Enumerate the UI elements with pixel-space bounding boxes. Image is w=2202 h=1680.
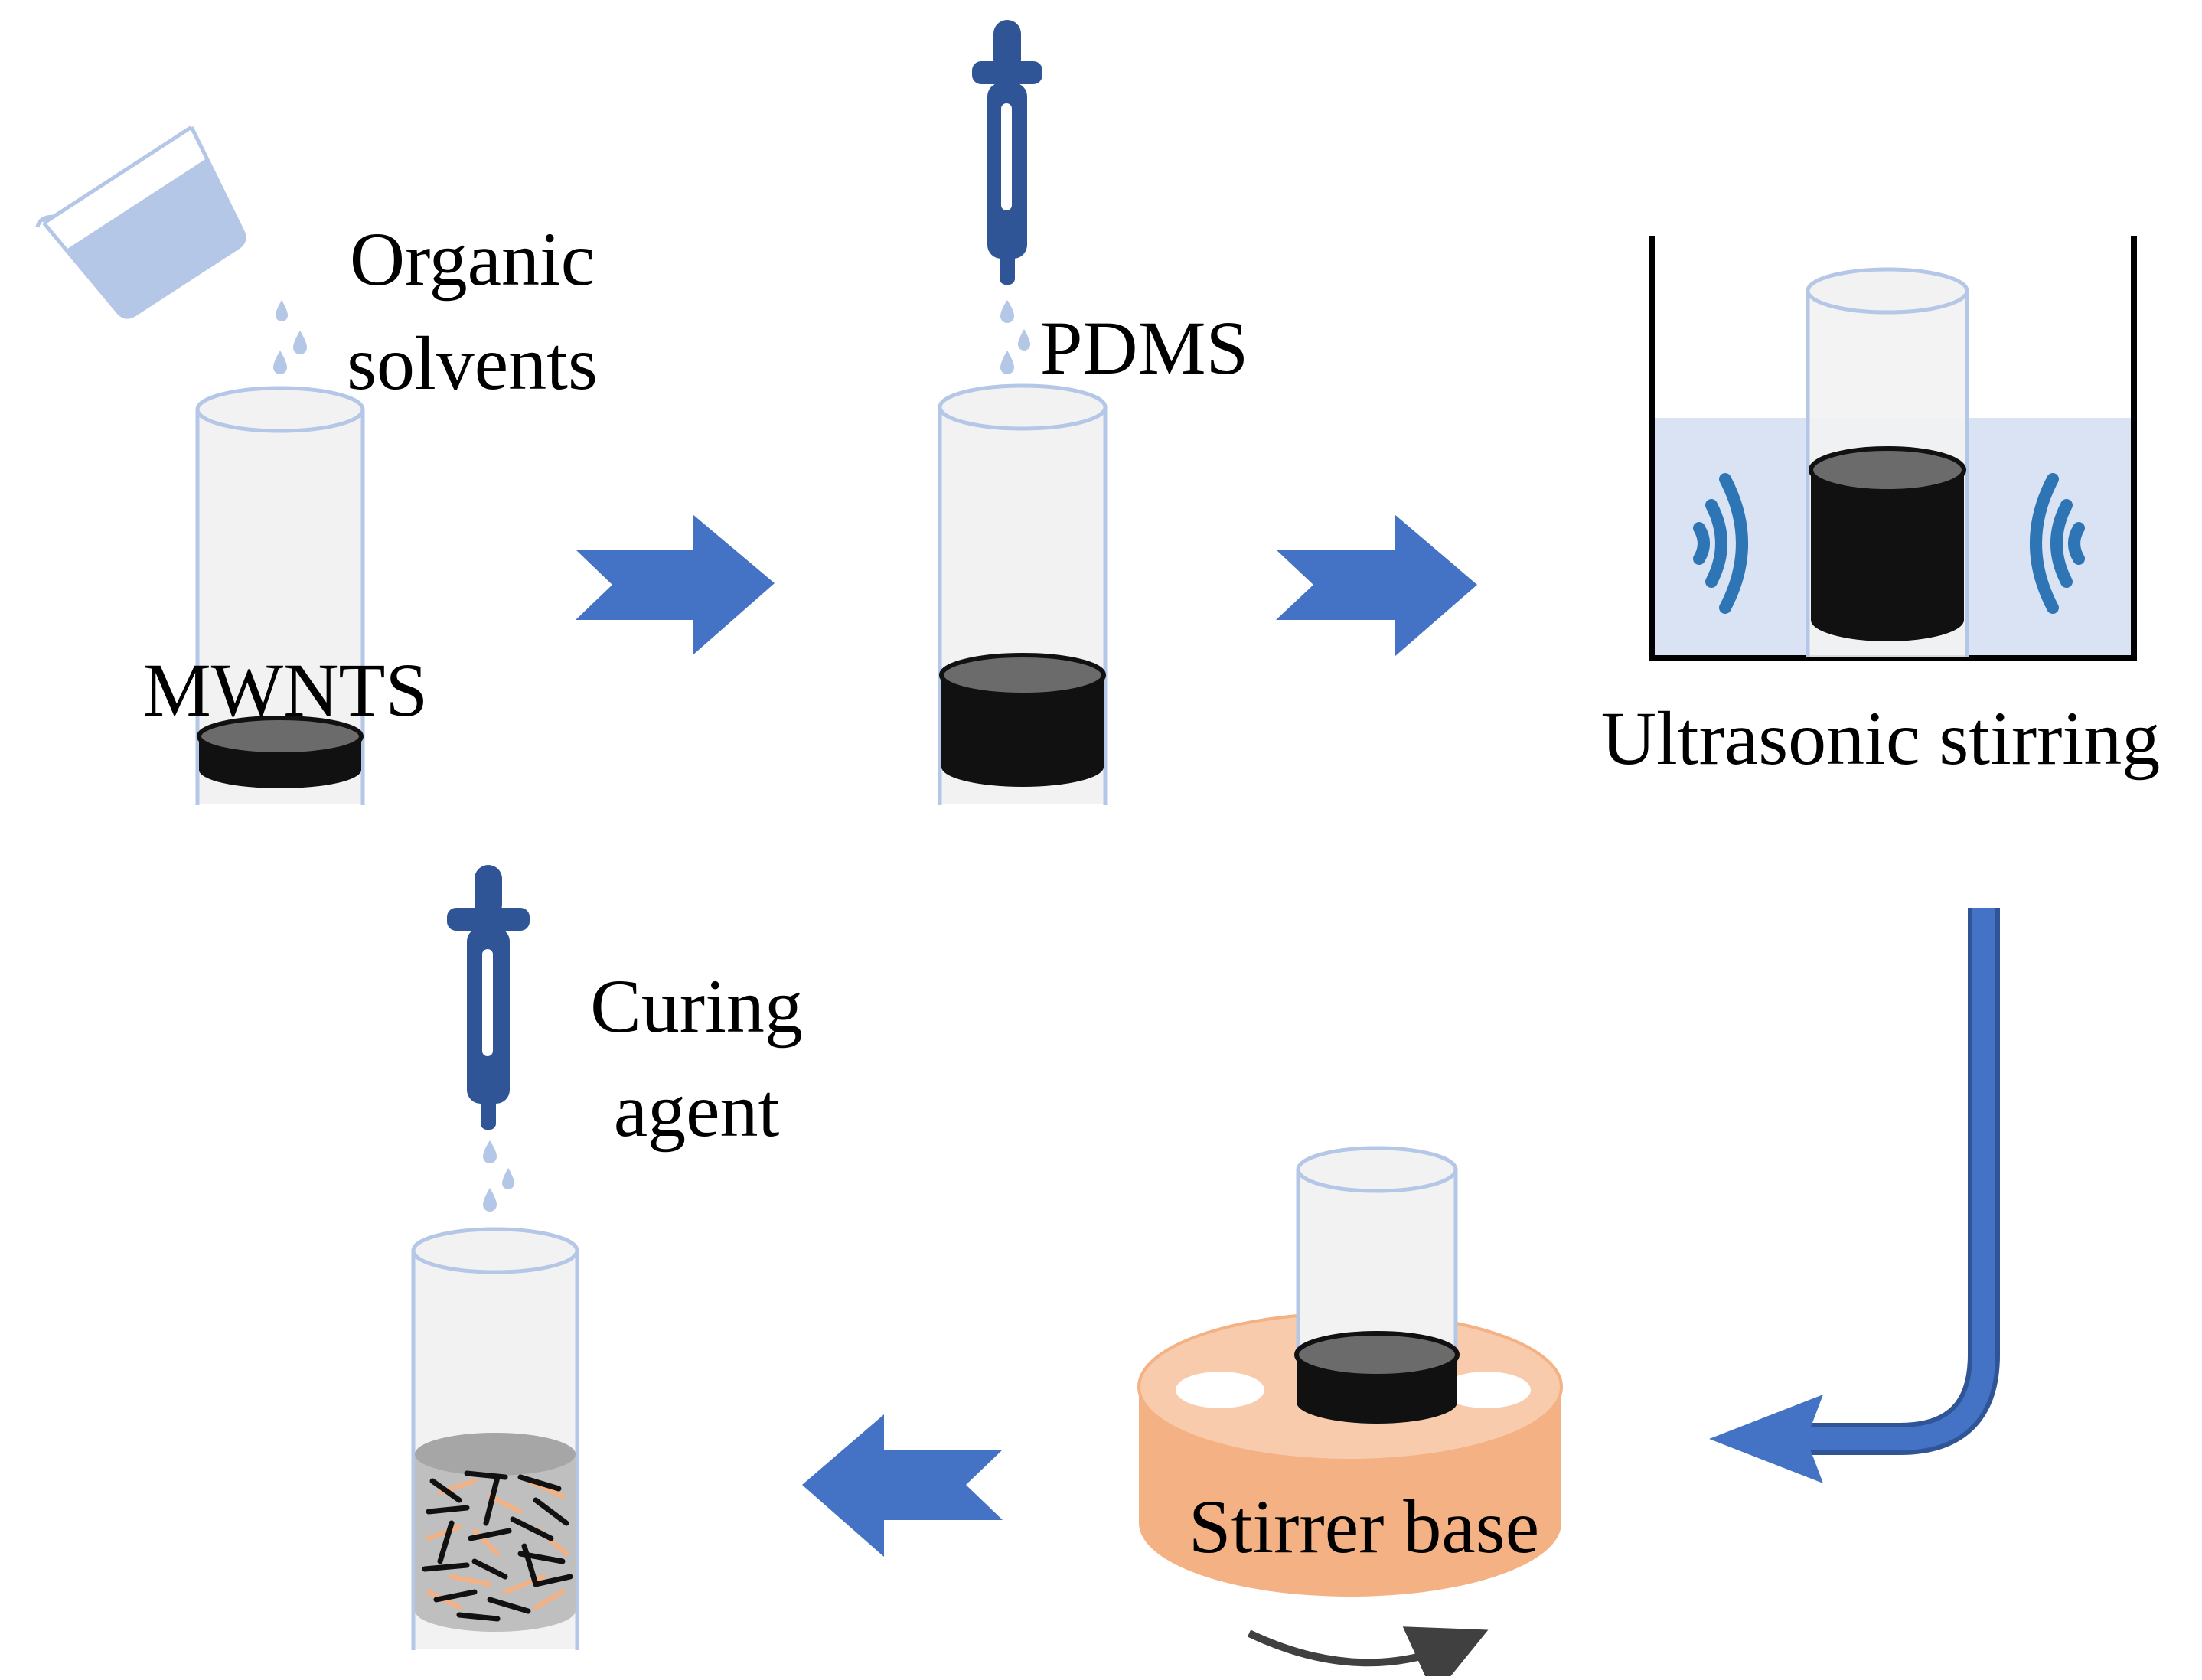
carbon-nanotube-fibers — [422, 1470, 573, 1622]
process-arrow-icon — [1276, 514, 1477, 657]
mwnt-pdms-composite — [415, 1433, 576, 1632]
process-arrow-icon — [802, 1414, 1003, 1557]
solvent-drops-icon — [273, 300, 307, 374]
sonicated-mixture — [1809, 446, 1966, 641]
curing-agent-label: Curing — [590, 964, 803, 1049]
pdms-drops-icon — [1000, 300, 1030, 374]
process-arrow-icon — [576, 514, 775, 655]
ultrasonic-wave-icon — [1693, 473, 1748, 614]
ultrasonic-stirring-label: Ultrasonic stirring — [1601, 696, 2160, 781]
beaker-icon — [35, 125, 246, 319]
dropper-icon — [972, 20, 1042, 285]
ultrasonic-wave-icon — [2030, 473, 2085, 614]
organic-solvents-label: Organic — [350, 217, 595, 302]
mwnts-label: MWNTS — [143, 648, 428, 732]
organic-solvents-label: solvents — [347, 321, 598, 406]
curing-agent-drops-icon — [483, 1140, 514, 1212]
dropper-icon — [447, 865, 530, 1130]
pdms-label: PDMS — [1040, 305, 1248, 390]
mwnts-pdms-mixture — [939, 653, 1106, 787]
curing-agent-label: agent — [614, 1068, 780, 1153]
test-tube-icon — [1296, 1146, 1458, 1355]
rotation-arrow-icon — [1247, 1626, 1489, 1680]
mwnts-material — [197, 716, 364, 788]
stirred-mixture — [1294, 1331, 1460, 1424]
stirrer-base-label: Stirrer base — [1189, 1484, 1539, 1569]
process-arrow-icon — [1709, 908, 2000, 1483]
